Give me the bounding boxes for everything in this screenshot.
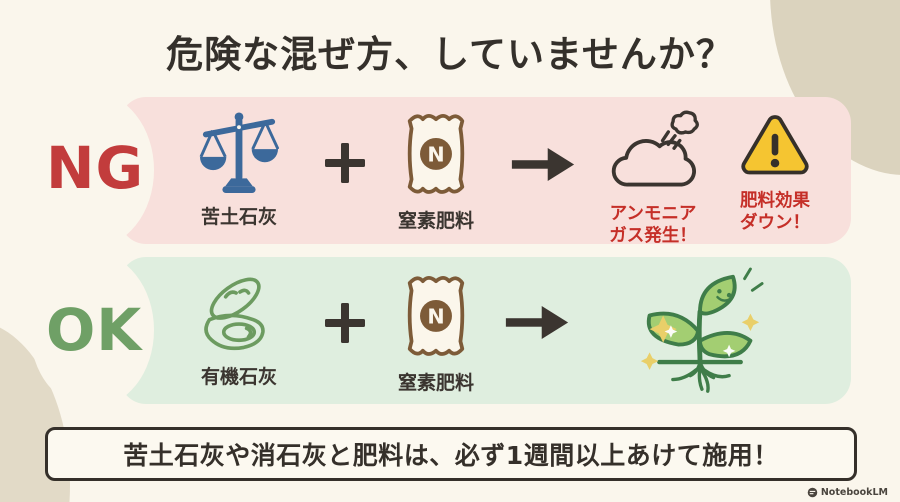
- notebooklm-logo-icon: [807, 487, 818, 498]
- fertilizer-bag-icon: N: [407, 276, 465, 356]
- ok-badge: OK: [46, 296, 143, 364]
- ng-badge: NG: [46, 134, 145, 202]
- plus-icon: [325, 303, 365, 343]
- ok-lime-item: 有機石灰: [197, 272, 281, 389]
- ok-badge-notch: [30, 252, 154, 408]
- bottom-banner-text: 苦土石灰や消石灰と肥料は、必ず1週間以上あけて施用！: [123, 441, 779, 470]
- arrow-right-icon: [505, 305, 569, 339]
- ok-lime-label: 有機石灰: [200, 366, 277, 388]
- footer-watermark: NotebookLM: [807, 487, 888, 498]
- ng-down-caption-line2: ダウン！: [740, 212, 810, 233]
- ng-gas-caption: アンモニア ガス発生！: [609, 204, 697, 248]
- ok-arrow: [504, 303, 570, 345]
- bag-letter: N: [427, 142, 444, 166]
- ng-lime-item: 苦土石灰: [199, 110, 279, 229]
- happy-plant-icon: [640, 267, 764, 393]
- ok-result-plant: [636, 266, 764, 402]
- fertilizer-bag-icon: N: [407, 114, 465, 194]
- ng-result-down: 肥料効果 ダウン！: [737, 112, 813, 235]
- ng-plus: [322, 140, 368, 190]
- ok-fertilizer-label: 窒素肥料: [397, 372, 475, 394]
- ok-plus: [322, 300, 368, 350]
- footer-brand: NotebookLM: [820, 487, 888, 498]
- ng-gas-caption-line2: ガス発生！: [609, 225, 697, 246]
- oyster-shell-icon: [204, 277, 265, 351]
- bottom-banner: 苦土石灰や消石灰と肥料は、必ず1週間以上あけて施用！: [45, 427, 857, 481]
- page-title: 危険な混ぜ方、していませんか？: [166, 33, 734, 76]
- ng-down-caption: 肥料効果 ダウン！: [740, 191, 810, 235]
- ng-lime-label: 苦土石灰: [200, 206, 277, 228]
- warning-triangle-icon: [741, 115, 809, 175]
- ng-gas-caption-line1: アンモニア: [609, 204, 697, 224]
- ng-fertilizer-item: N 窒素肥料: [398, 106, 474, 233]
- ng-arrow: [510, 145, 576, 187]
- ng-result-gas: アンモニア ガス発生！: [602, 108, 704, 248]
- bag-letter: N: [427, 304, 444, 328]
- ng-down-caption-line1: 肥料効果: [740, 191, 810, 211]
- arrow-right-icon: [511, 147, 575, 181]
- ammonia-cloud-icon: [611, 110, 699, 187]
- ok-fertilizer-item: N 窒素肥料: [398, 268, 474, 395]
- ng-fertilizer-label: 窒素肥料: [397, 210, 475, 232]
- ng-badge-notch: [30, 92, 154, 248]
- plus-icon: [325, 143, 365, 183]
- balance-scale-icon: [199, 112, 279, 193]
